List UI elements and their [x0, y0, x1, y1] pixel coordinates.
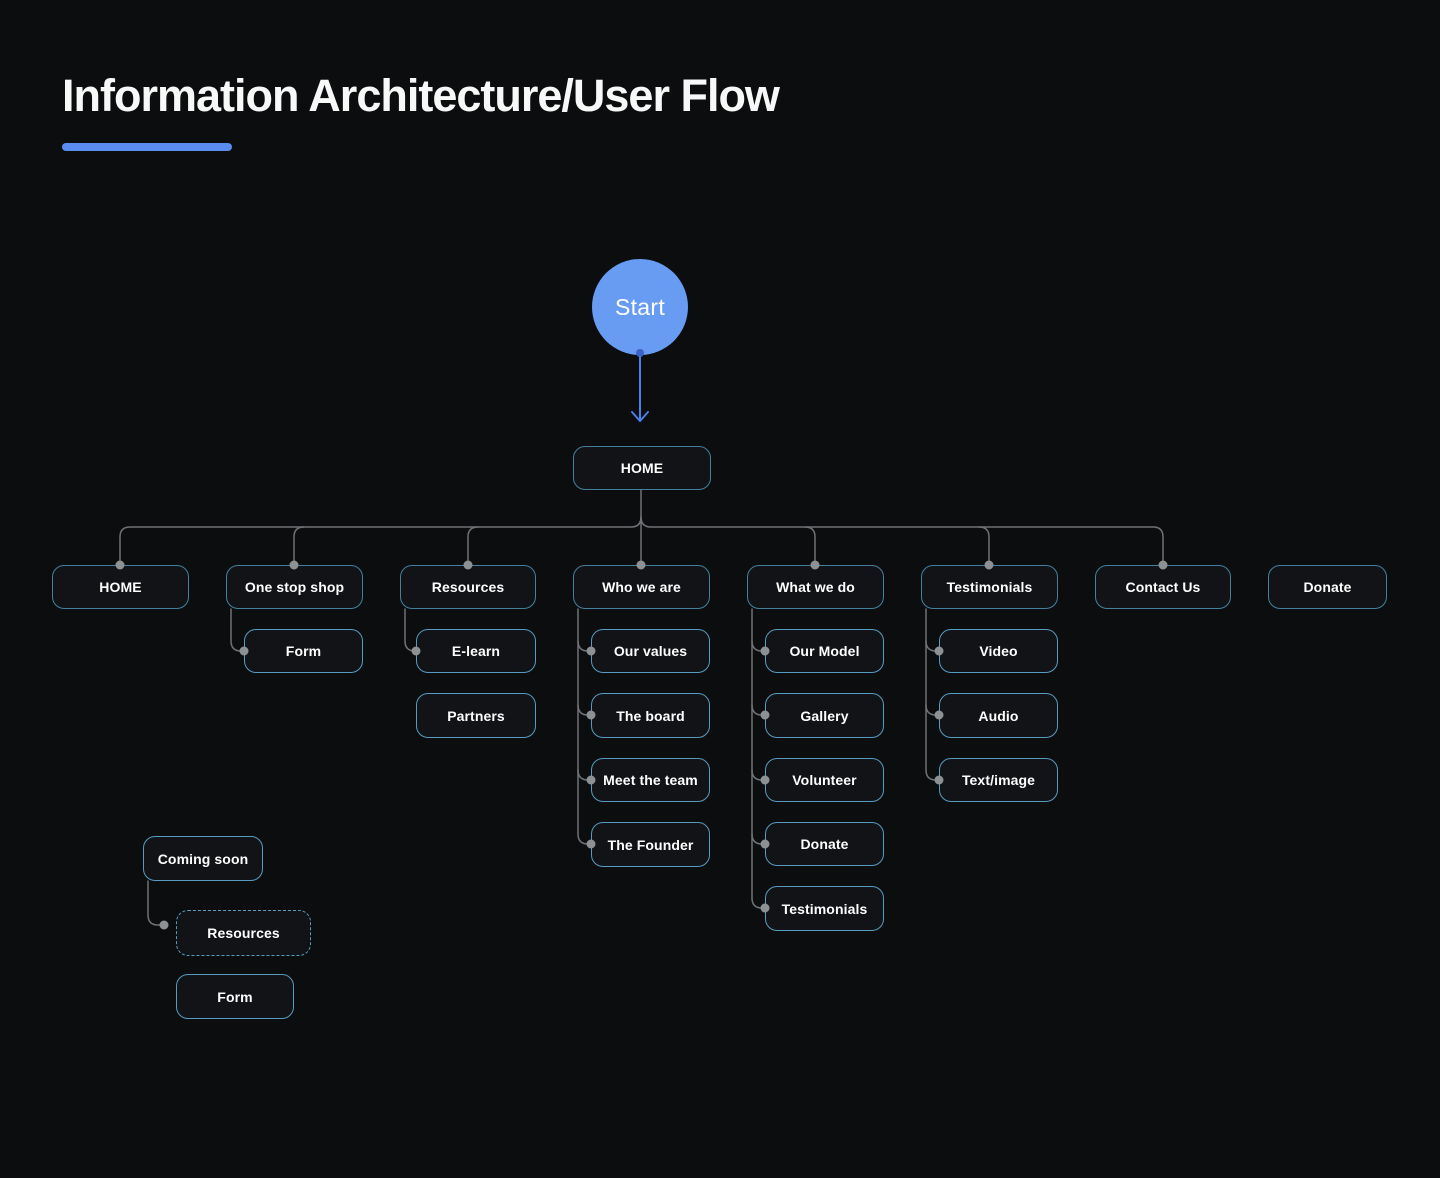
node-home[interactable]: HOME — [52, 565, 189, 609]
node-form[interactable]: Form — [244, 629, 363, 673]
level1-rail — [119, 489, 1164, 566]
coming-soon-branch — [147, 880, 162, 926]
node-resources-coming-soon[interactable]: Resources — [176, 910, 311, 956]
node-one-stop-shop[interactable]: One stop shop — [226, 565, 363, 609]
node-contact-us[interactable]: Contact Us — [1095, 565, 1231, 609]
node-audio[interactable]: Audio — [939, 693, 1058, 738]
node-the-founder[interactable]: The Founder — [591, 822, 710, 867]
node-meet-the-team[interactable]: Meet the team — [591, 758, 710, 802]
node-home-root[interactable]: HOME — [573, 446, 711, 490]
testimonials-branch — [925, 608, 940, 781]
node-testimonials-child[interactable]: Testimonials — [765, 886, 884, 931]
node-resources[interactable]: Resources — [400, 565, 536, 609]
node-gallery[interactable]: Gallery — [765, 693, 884, 738]
node-text-image[interactable]: Text/image — [939, 758, 1058, 802]
node-form-coming-soon[interactable]: Form — [176, 974, 294, 1019]
node-volunteer[interactable]: Volunteer — [765, 758, 884, 802]
node-coming-soon[interactable]: Coming soon — [143, 836, 263, 881]
one-stop-shop-branch — [230, 608, 245, 652]
node-who-we-are[interactable]: Who we are — [573, 565, 710, 609]
node-donate-child[interactable]: Donate — [765, 822, 884, 866]
node-partners[interactable]: Partners — [416, 693, 536, 738]
junction-dots — [115, 560, 1168, 930]
resources-branch — [404, 608, 417, 652]
node-what-we-do[interactable]: What we do — [747, 565, 884, 609]
what-we-do-branch — [751, 608, 766, 909]
node-video[interactable]: Video — [939, 629, 1058, 673]
node-our-model[interactable]: Our Model — [765, 629, 884, 673]
node-the-board[interactable]: The board — [591, 693, 710, 738]
node-e-learn[interactable]: E-learn — [416, 629, 536, 673]
start-node[interactable]: Start — [592, 259, 688, 355]
node-donate[interactable]: Donate — [1268, 565, 1387, 609]
start-arrow — [631, 349, 649, 422]
title-underline — [62, 143, 232, 151]
node-our-values[interactable]: Our values — [591, 629, 710, 673]
page-title: Information Architecture/User Flow — [62, 70, 780, 121]
who-we-are-branch — [577, 608, 592, 845]
node-testimonials[interactable]: Testimonials — [921, 565, 1058, 609]
